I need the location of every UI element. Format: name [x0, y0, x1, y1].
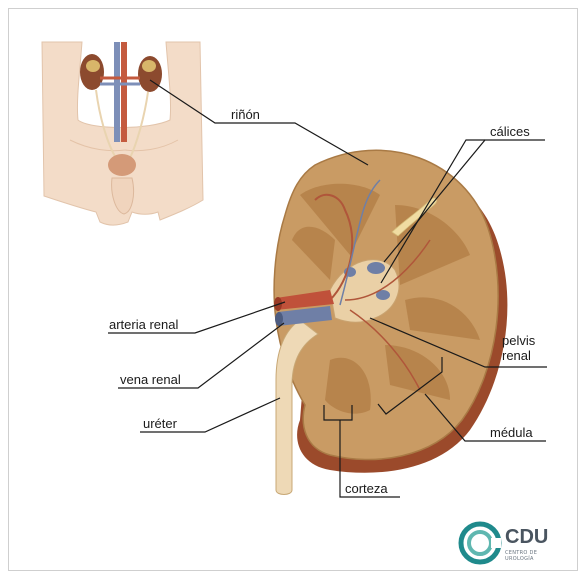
label-arteria-renal: arteria renal — [109, 317, 178, 332]
label-pelvis-line1: pelvis — [502, 333, 535, 348]
cdu-logo-name: CDU — [505, 526, 548, 549]
cdu-logo-subtitle: CENTRO DE UROLOGÍA — [505, 550, 565, 562]
cdu-logo: CDU CENTRO DE UROLOGÍA — [455, 520, 565, 570]
kidney-cross-section — [274, 150, 507, 494]
label-ureter: uréter — [143, 416, 177, 431]
torso-inset — [42, 42, 203, 225]
label-rinon: riñón — [231, 107, 260, 122]
label-corteza: corteza — [345, 481, 388, 496]
label-pelvis-renal: pelvis renal — [502, 333, 535, 363]
label-vena-renal: vena renal — [120, 372, 181, 387]
label-pelvis-line2: renal — [502, 348, 535, 363]
label-calices: cálices — [490, 124, 530, 139]
cdu-logo-icon — [457, 520, 503, 566]
label-medula: médula — [490, 425, 533, 440]
